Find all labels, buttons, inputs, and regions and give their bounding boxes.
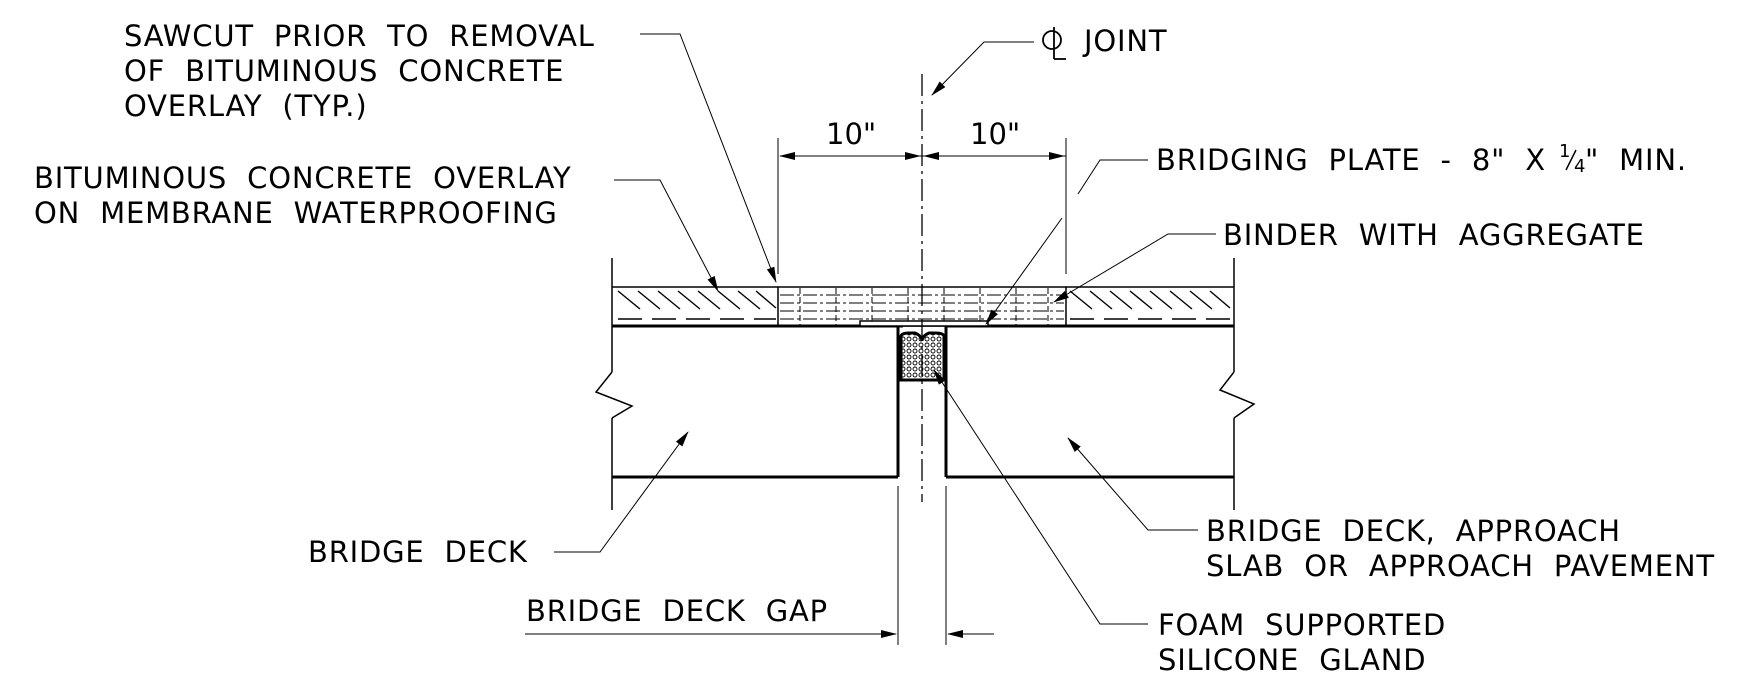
label-sawcut-1: SAWCUT PRIOR TO REMOVAL <box>124 19 595 53</box>
label-bridging-plate-tail: " MIN. <box>1585 143 1687 177</box>
label-bridging-plate: BRIDGING PLATE - 8" X <box>1156 143 1546 177</box>
overlay-layer <box>612 286 1234 328</box>
bridging-plate <box>859 320 989 327</box>
label-foam-1: FOAM SUPPORTED <box>1158 608 1446 642</box>
dimension-20in: 10" 10" <box>777 117 1067 274</box>
label-binder: BINDER WITH AGGREGATE <box>1223 218 1645 252</box>
overlay-hatching-right <box>1069 290 1231 320</box>
label-bridging-plate-frac-den: 4 <box>1574 156 1585 177</box>
centerline-symbol-icon <box>1042 27 1066 60</box>
overlay-hatching-left <box>617 290 777 320</box>
callout-labels: SAWCUT PRIOR TO REMOVAL OF BITUMINOUS CO… <box>34 19 1715 676</box>
label-foam-2: SILICONE GLAND <box>1158 643 1426 676</box>
dim-right-label: 10" <box>970 117 1020 151</box>
label-sawcut-2: OF BITUMINOUS CONCRETE <box>124 54 564 88</box>
leader-lines <box>554 33 1216 625</box>
label-gap: BRIDGE DECK GAP <box>526 594 828 628</box>
label-bridging-plate-frac-num: 1 <box>1559 141 1570 162</box>
label-joint: JOINT <box>1082 24 1167 58</box>
bridge-deck-right <box>944 258 1256 510</box>
gap-dimension <box>525 486 994 645</box>
label-overlay-1: BITUMINOUS CONCRETE OVERLAY <box>34 161 571 195</box>
bridge-deck-left <box>594 258 900 510</box>
label-sawcut-3: OVERLAY (TYP.) <box>124 89 367 123</box>
label-overlay-2: ON MEMBRANE WATERPROOFING <box>34 196 558 230</box>
label-approach-2: SLAB OR APPROACH PAVEMENT <box>1206 549 1715 583</box>
label-bridge-deck: BRIDGE DECK <box>308 535 528 569</box>
dim-left-label: 10" <box>826 117 876 151</box>
label-approach-1: BRIDGE DECK, APPROACH <box>1206 514 1621 548</box>
